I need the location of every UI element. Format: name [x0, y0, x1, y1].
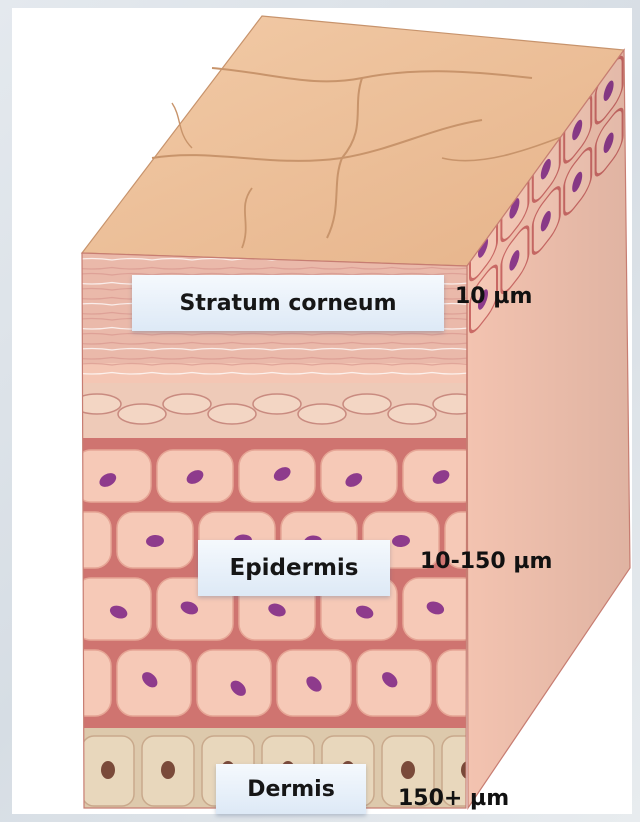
granular-cell	[163, 394, 211, 414]
granular-cell	[253, 394, 301, 414]
basal-nucleus	[401, 761, 415, 779]
stratum-corneum-thickness: 10 µm	[455, 284, 532, 309]
side-cell	[470, 8, 497, 26]
skin-cross-section-illustration	[12, 8, 632, 814]
granular-cell	[388, 404, 436, 424]
side-cell	[501, 8, 528, 39]
side-cell	[564, 8, 591, 13]
side-cell-nucleus	[541, 8, 551, 28]
granular-cell	[73, 394, 121, 414]
basal-nucleus	[161, 761, 175, 779]
epidermis-cell	[37, 650, 111, 716]
stratum-corneum-label: Stratum corneum	[132, 275, 444, 331]
illustration-frame: Stratum corneum 10 µm Epidermis 10-150 µ…	[12, 8, 632, 814]
granular-cell	[208, 404, 256, 424]
epidermis-cell	[35, 512, 111, 568]
front-face	[35, 253, 521, 813]
granular-cell	[298, 404, 346, 424]
dermis-thickness: 150+ µm	[398, 786, 509, 811]
dermis-label: Dermis	[216, 764, 366, 814]
side-cell-nucleus	[572, 12, 582, 41]
basal-nucleus	[101, 761, 115, 779]
epidermis-thickness: 10-150 µm	[420, 549, 552, 574]
side-cell-nucleus	[509, 8, 519, 15]
side-cell	[596, 8, 623, 25]
epidermis-label: Epidermis	[198, 540, 390, 596]
cell-nucleus	[58, 535, 77, 549]
granular-cell	[343, 394, 391, 414]
granular-cell	[118, 404, 166, 424]
cell-nucleus	[63, 673, 84, 694]
